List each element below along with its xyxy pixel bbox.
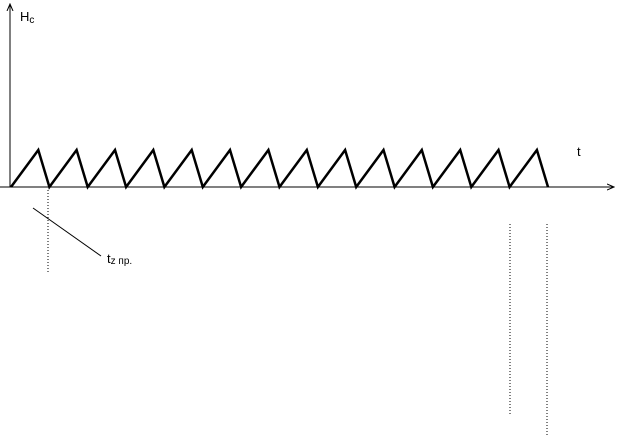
- x-axis-label: t: [577, 144, 581, 159]
- annotation-label-main: t: [107, 251, 111, 266]
- annotation-label-sub: z пр.: [111, 256, 133, 267]
- sawtooth-wave: [9, 147, 550, 190]
- annotation-label: tz пр.: [107, 251, 132, 267]
- y-axis-label-sub: c: [29, 15, 34, 26]
- y-axis-label: Hc: [20, 9, 34, 26]
- y-axis-label-main: H: [20, 9, 29, 24]
- annotation-leader-line: [32, 207, 102, 257]
